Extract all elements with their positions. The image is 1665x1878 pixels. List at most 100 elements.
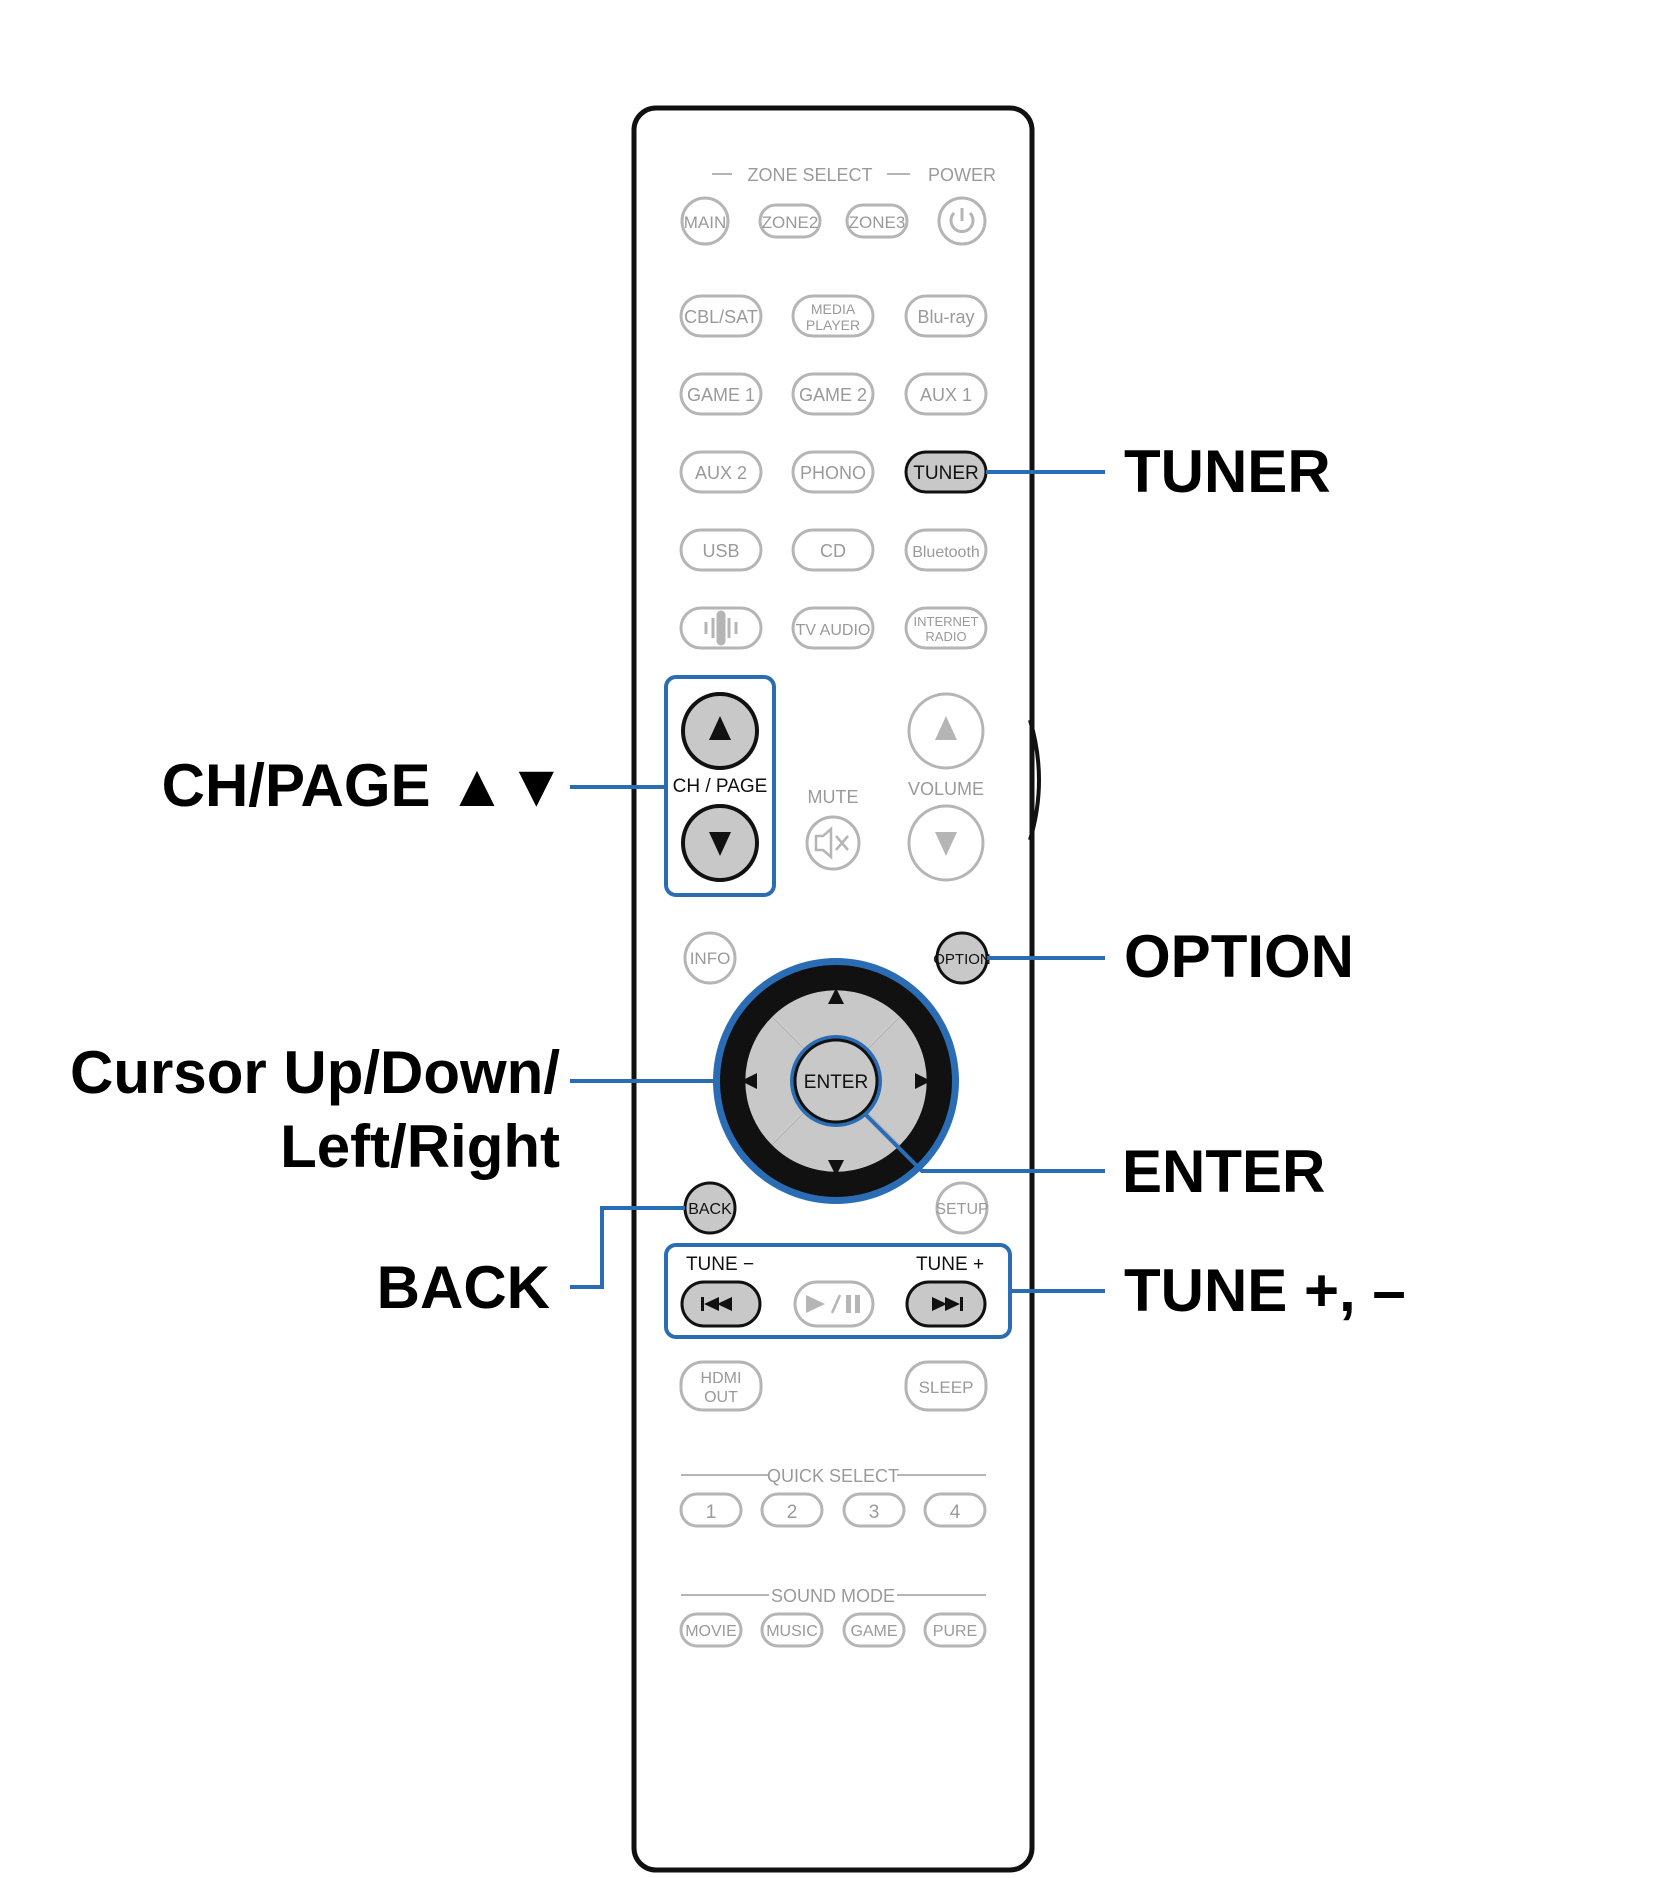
zone-select-label: ZONE SELECT — [747, 165, 872, 185]
sound-mode-movie-label: MOVIE — [685, 1623, 737, 1640]
internet-radio-label-line2: RADIO — [925, 629, 966, 644]
power-label: POWER — [928, 165, 996, 185]
game2-label: GAME 2 — [799, 385, 867, 405]
power-icon — [949, 211, 975, 233]
mute-button[interactable] — [805, 815, 861, 871]
volume-up-icon — [935, 716, 957, 740]
quick-select-1-label: 1 — [706, 1502, 717, 1523]
option-callout: OPTION — [1124, 923, 1354, 990]
tv-audio-button[interactable]: TV AUDIO — [791, 606, 875, 650]
zone-main-label: MAIN — [684, 213, 727, 232]
sleep-label: SLEEP — [919, 1378, 974, 1397]
volume-label: VOLUME — [908, 779, 984, 799]
tuner-button[interactable]: TUNER — [904, 450, 988, 494]
game1-label: GAME 1 — [687, 385, 755, 405]
enter-callout: ENTER — [1122, 1138, 1325, 1205]
ch-page-callout: CH/PAGE ▲▼ — [162, 752, 566, 819]
volume-down-icon — [935, 832, 957, 856]
play-pause-button[interactable] — [793, 1280, 875, 1328]
cd-button[interactable]: CD — [791, 528, 875, 572]
media-player-button[interactable]: MEDIA PLAYER — [791, 294, 875, 338]
power-button[interactable] — [937, 196, 987, 246]
sound-mode-music-label: MUSIC — [766, 1623, 818, 1640]
internet-radio-button[interactable]: INTERNET RADIO — [904, 606, 988, 650]
info-button[interactable]: INFO — [683, 931, 737, 985]
skip-back-icon — [701, 1297, 732, 1311]
game2-button[interactable]: GAME 2 — [791, 372, 875, 416]
quick-select-3-label: 3 — [869, 1502, 880, 1523]
zone-main-button[interactable]: MAIN — [680, 196, 730, 246]
triangle-down-icon — [709, 832, 731, 856]
quick-select-label: QUICK SELECT — [767, 1466, 899, 1486]
sleep-button[interactable]: SLEEP — [904, 1360, 988, 1412]
tune-minus-button[interactable] — [680, 1280, 762, 1328]
mute-label: MUTE — [808, 787, 859, 807]
sound-mode-pure-button[interactable]: PURE — [923, 1612, 987, 1648]
tune-plus-button[interactable] — [905, 1280, 987, 1328]
quick-select-3-button[interactable]: 3 — [842, 1492, 906, 1528]
callout-leaders — [570, 470, 1105, 1293]
setup-button[interactable]: SETUP — [935, 1181, 989, 1235]
quick-select-4-label: 4 — [950, 1502, 961, 1523]
cbl-sat-button[interactable]: CBL/SAT — [679, 294, 763, 338]
tv-audio-label: TV AUDIO — [796, 622, 871, 639]
back-button-label: BACK — [688, 1201, 732, 1218]
option-button-label: OPTION — [933, 951, 991, 968]
aux1-button[interactable]: AUX 1 — [904, 372, 988, 416]
zone3-button[interactable]: ZONE3 — [845, 203, 909, 239]
ch-page-down-button[interactable] — [681, 804, 759, 882]
cursor-right-button[interactable] — [862, 1017, 927, 1145]
ch-page-up-button[interactable] — [681, 692, 759, 770]
cursor-callout-line2: Left/Right — [280, 1113, 560, 1180]
zone2-button[interactable]: ZONE2 — [758, 203, 822, 239]
arrow-up-icon — [828, 988, 844, 1004]
bluetooth-label: Bluetooth — [912, 544, 980, 561]
phono-button[interactable]: PHONO — [791, 450, 875, 494]
hdmi-out-label-line1: HDMI — [701, 1370, 742, 1387]
mute-speaker-icon — [814, 826, 849, 860]
quick-select-4-button[interactable]: 4 — [923, 1492, 987, 1528]
bluetooth-button[interactable]: Bluetooth — [904, 528, 988, 572]
zone2-label: ZONE2 — [762, 213, 819, 232]
cursor-callout-line1: Cursor Up/Down/ — [70, 1039, 560, 1106]
tuner-callout: TUNER — [1124, 438, 1331, 505]
aux2-button[interactable]: AUX 2 — [679, 450, 763, 494]
sound-mode-music-button[interactable]: MUSIC — [760, 1612, 824, 1648]
usb-button[interactable]: USB — [679, 528, 763, 572]
back-button[interactable]: BACK — [683, 1181, 737, 1235]
tune-plus-label: TUNE + — [916, 1254, 984, 1275]
info-label: INFO — [690, 949, 731, 968]
media-player-label-line1: MEDIA — [811, 301, 856, 317]
arrow-down-icon — [828, 1160, 844, 1176]
speaker-wave-icon — [704, 610, 738, 646]
tuner-button-label: TUNER — [913, 463, 978, 484]
game1-button[interactable]: GAME 1 — [679, 372, 763, 416]
quick-select-2-button[interactable]: 2 — [760, 1492, 824, 1528]
enter-button-label: ENTER — [804, 1072, 868, 1093]
sound-mode-movie-button[interactable]: MOVIE — [679, 1612, 743, 1648]
quick-select-1-button[interactable]: 1 — [679, 1492, 743, 1528]
sound-mode-game-button[interactable]: GAME — [842, 1612, 906, 1648]
phono-label: PHONO — [800, 463, 866, 483]
internet-radio-label-line1: INTERNET — [914, 614, 979, 629]
volume-down-button[interactable] — [907, 804, 985, 882]
cd-label: CD — [820, 541, 846, 561]
hdmi-out-button[interactable]: HDMI OUT — [679, 1360, 763, 1412]
blu-ray-label: Blu-ray — [917, 307, 974, 327]
zone3-label: ZONE3 — [849, 213, 906, 232]
blu-ray-button[interactable]: Blu-ray — [904, 294, 988, 338]
heos-button[interactable] — [679, 606, 763, 650]
sound-mode-pure-label: PURE — [933, 1623, 977, 1640]
cursor-up-button[interactable] — [772, 990, 900, 1055]
ch-page-label: CH / PAGE — [673, 776, 768, 797]
back-callout: BACK — [377, 1254, 550, 1321]
volume-up-button[interactable] — [907, 692, 985, 770]
quick-select-2-label: 2 — [787, 1502, 798, 1523]
cursor-left-button[interactable] — [745, 1017, 810, 1145]
back-leader-line — [570, 1206, 685, 1289]
remote-side-bump — [1028, 719, 1041, 841]
enter-button[interactable]: ENTER — [790, 1035, 882, 1127]
tune-minus-label: TUNE − — [686, 1254, 754, 1275]
cursor-down-button[interactable] — [772, 1107, 900, 1172]
